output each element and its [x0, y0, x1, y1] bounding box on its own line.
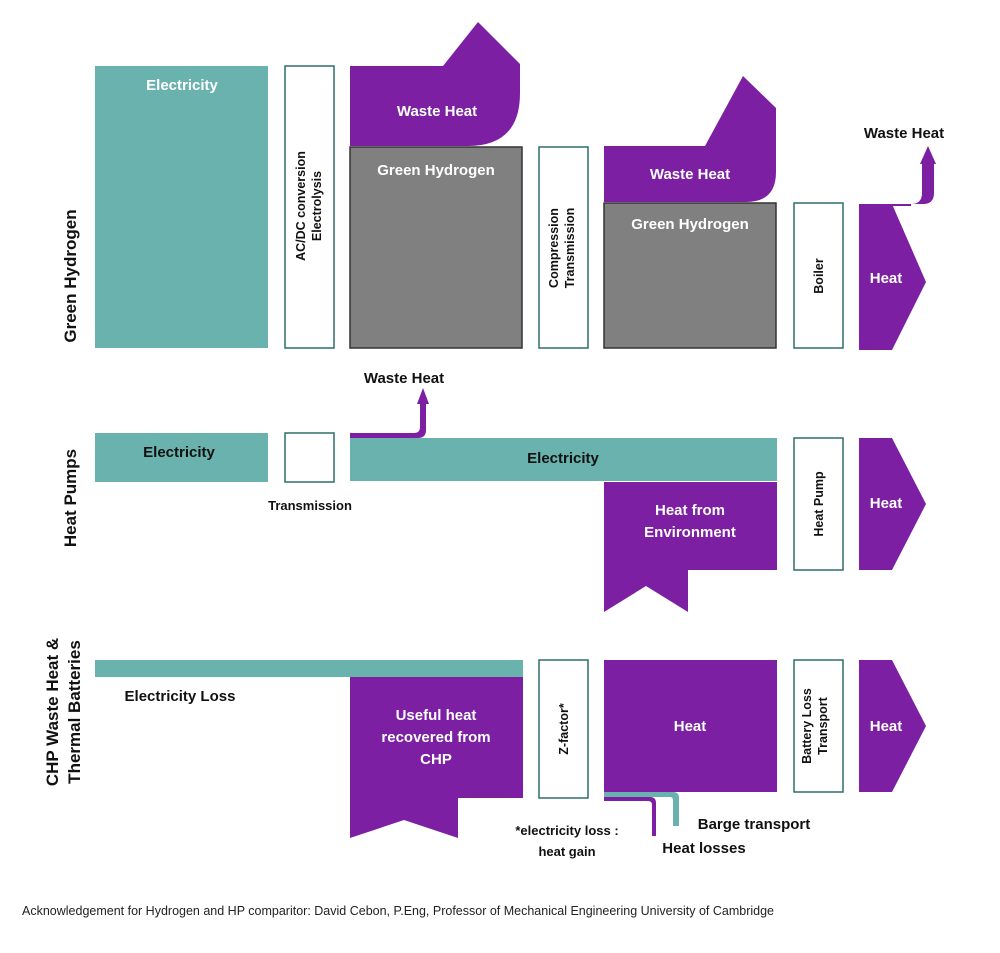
heat-output-label-2: Heat: [870, 495, 903, 512]
z-factor-label: Z-factor*: [557, 703, 571, 755]
heat-output-arrow-1: [859, 204, 926, 350]
row-heat-pumps: Heat Pumps Electricity Transmission Wast…: [61, 370, 926, 612]
compression-box: [538, 146, 589, 349]
electricity-band-label: Electricity: [527, 450, 599, 467]
row-chp: CHP Waste Heat & Thermal Batteries Elect…: [43, 638, 926, 859]
z-factor-box: [538, 659, 589, 799]
green-hydrogen-block-1: [349, 146, 523, 349]
acknowledgement-text: Acknowledgement for Hydrogen and HP comp…: [22, 904, 775, 918]
conversion-box: [284, 65, 335, 349]
electrolysis-label: Electrolysis: [310, 171, 324, 241]
transmission-box: [284, 432, 335, 483]
useful-heat-label-1: Useful heat: [396, 707, 477, 724]
heat-pump-box: [793, 437, 844, 571]
row-label-chp-1: CHP Waste Heat &: [43, 638, 62, 786]
useful-heat-arrow: [350, 677, 523, 838]
waste-heat-arrow-1: [350, 22, 520, 146]
transmission-label-hp: Transmission: [268, 498, 352, 513]
waste-heat-label-3: Waste Heat: [864, 125, 944, 142]
transmission-label-h2: Transmission: [563, 208, 577, 289]
heat-mid-label: Heat: [674, 718, 707, 735]
conversion-label: AC/DC conversion: [294, 151, 308, 261]
z-note-line-2: heat gain: [538, 844, 595, 859]
row-green-hydrogen: Green Hydrogen Electricity AC/DC convers…: [61, 22, 944, 350]
heat-output-label-1: Heat: [870, 270, 903, 287]
waste-heat-label-2: Waste Heat: [650, 166, 730, 183]
heat-pump-label: Heat Pump: [812, 471, 826, 537]
boiler-box: [793, 202, 844, 349]
heat-from-environment-arrow: [604, 482, 777, 612]
waste-heat-arrow-3: [875, 146, 936, 206]
electricity-band-hp: [350, 438, 777, 481]
electricity-block: [95, 66, 268, 348]
heat-output-arrow-3: [859, 660, 926, 792]
heat-output-label-3: Heat: [870, 718, 903, 735]
heat-from-environment-label-2: Environment: [644, 524, 736, 541]
heat-output-arrow-2: [859, 438, 926, 570]
barge-transport-label: Barge transport: [698, 816, 811, 833]
electricity-block-hp: [95, 433, 268, 482]
waste-heat-arrow-hp: [350, 388, 429, 438]
electricity-label-hp: Electricity: [143, 444, 215, 461]
green-hydrogen-label-1: Green Hydrogen: [377, 162, 495, 179]
useful-heat-label-3: CHP: [420, 751, 452, 768]
heat-losses-flow: [604, 797, 656, 836]
row-label-chp-2: Thermal Batteries: [65, 640, 84, 784]
electricity-loss-label: Electricity Loss: [125, 688, 236, 705]
waste-heat-label-hp: Waste Heat: [364, 370, 444, 387]
row-label-green-hydrogen: Green Hydrogen: [61, 209, 80, 342]
battery-box: [793, 659, 844, 793]
compression-label: Compression: [547, 208, 561, 288]
z-note-line-1: *electricity loss :: [515, 823, 618, 838]
electricity-loss-band: [95, 660, 523, 677]
battery-transport-label: Transport: [816, 696, 830, 754]
barge-transport-loss: [604, 792, 679, 826]
boiler-label: Boiler: [812, 258, 826, 294]
row-label-heat-pumps: Heat Pumps: [61, 449, 80, 547]
heat-losses-label: Heat losses: [662, 840, 745, 857]
waste-heat-arrow-2: [604, 76, 776, 202]
waste-heat-label-1: Waste Heat: [397, 103, 477, 120]
heat-block-mid: [604, 660, 777, 792]
heat-from-environment-label-1: Heat from: [655, 502, 725, 519]
battery-loss-label: Battery Loss: [800, 688, 814, 764]
electricity-label: Electricity: [146, 77, 218, 94]
green-hydrogen-label-2: Green Hydrogen: [631, 216, 749, 233]
green-hydrogen-block-2: [603, 202, 777, 349]
useful-heat-label-2: recovered from: [381, 729, 490, 746]
